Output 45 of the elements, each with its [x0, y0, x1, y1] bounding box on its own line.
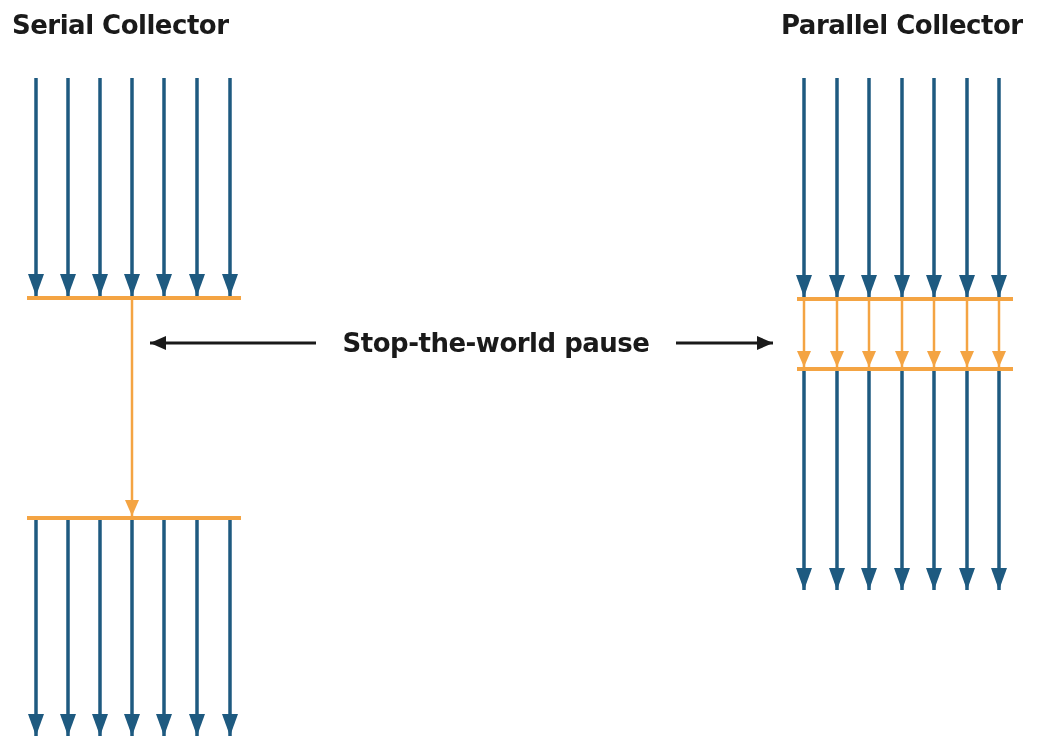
- arrow: [862, 301, 876, 367]
- arrow: [894, 371, 910, 590]
- arrow: [125, 300, 139, 516]
- arrow: [991, 78, 1007, 297]
- arrow: [992, 301, 1006, 367]
- arrow: [960, 301, 974, 367]
- arrow: [959, 371, 975, 590]
- arrow: [150, 336, 316, 350]
- arrow: [28, 520, 44, 736]
- arrow: [189, 78, 205, 296]
- arrow: [861, 371, 877, 590]
- arrow: [92, 78, 108, 296]
- arrow: [991, 371, 1007, 590]
- pause-label: Stop-the-world pause: [326, 323, 666, 363]
- arrow: [895, 301, 909, 367]
- pause-bar: [797, 297, 1013, 301]
- arrow: [796, 371, 812, 590]
- arrow: [222, 520, 238, 736]
- arrow: [829, 371, 845, 590]
- arrow: [92, 520, 108, 736]
- arrow: [829, 78, 845, 297]
- arrow: [926, 371, 942, 590]
- arrow: [156, 520, 172, 736]
- arrow: [60, 520, 76, 736]
- arrow: [959, 78, 975, 297]
- pause-bar: [797, 367, 1013, 371]
- arrow: [926, 78, 942, 297]
- arrow: [189, 520, 205, 736]
- arrow: [222, 78, 238, 296]
- arrow: [797, 301, 811, 367]
- arrow: [676, 336, 773, 350]
- collector-title: Parallel Collector: [781, 10, 1023, 40]
- arrow: [830, 301, 844, 367]
- arrow: [796, 78, 812, 297]
- arrow: [124, 78, 140, 296]
- arrow: [927, 301, 941, 367]
- pause-bar: [27, 296, 241, 300]
- arrow: [894, 78, 910, 297]
- arrow: [124, 520, 140, 736]
- arrow: [60, 78, 76, 296]
- pause-bar: [27, 516, 241, 520]
- arrow: [861, 78, 877, 297]
- collector-title: Serial Collector: [12, 10, 229, 40]
- arrow: [156, 78, 172, 296]
- arrow: [28, 78, 44, 296]
